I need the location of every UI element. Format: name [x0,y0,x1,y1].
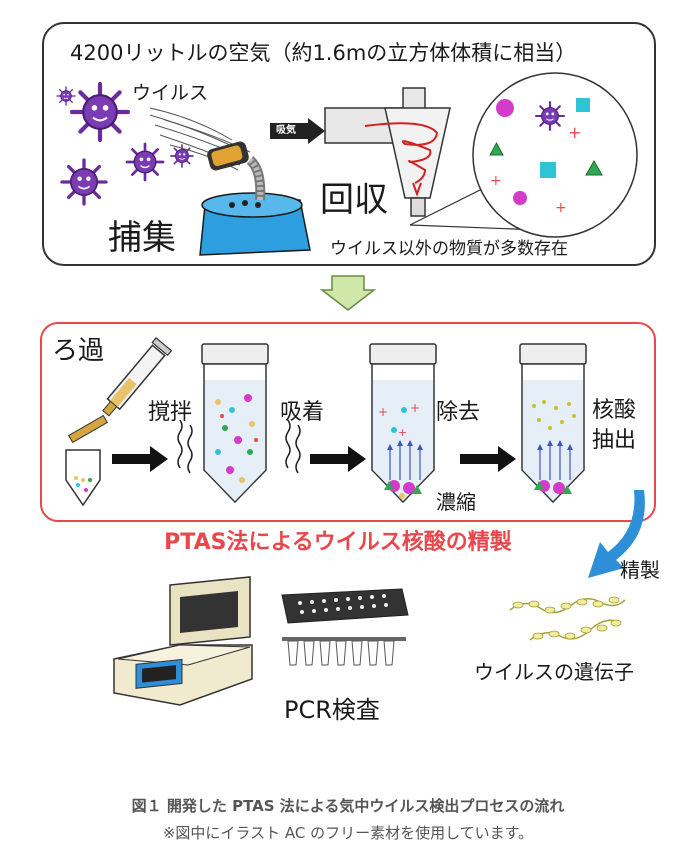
remove-label: 除去 [436,400,481,425]
virus-icon-large [72,84,128,140]
figure-caption: 図１ 開発した PTAS 法による気中ウイルス検出プロセスの流れ [131,797,565,815]
intake-arrow [270,118,325,144]
svg-text:+: + [398,426,407,439]
virus-icon-small [56,86,76,106]
down-arrow [319,275,377,311]
svg-text:+: + [378,405,388,419]
extraction-tube [519,343,587,504]
concentrate-label: 濃縮 [436,490,476,514]
adsorb-label: 吸着 [280,400,325,425]
extract-label: 核酸 抽出 [592,396,636,456]
particle-cyan-square [576,98,590,112]
syringe-filter [65,337,173,507]
purification-panel [40,322,656,522]
stir-label: 撹拌 [148,400,193,425]
pcr-label: PCR検査 [284,696,380,724]
particle-magenta [496,99,514,117]
particle-magenta [513,191,527,205]
process-arrow [460,446,516,472]
magnified-view: + + + [409,72,638,238]
svg-text:+: + [568,123,581,142]
air-collection-panel [42,22,656,266]
svg-text:+: + [490,173,502,189]
svg-text:+: + [555,200,567,216]
virus-icon [60,158,108,206]
recover-label: 回収 [320,180,388,220]
virus-gene-label: ウイルスの遺伝子 [474,660,634,684]
svg-text:+: + [410,401,420,415]
particle-green-triangle [489,141,504,156]
pcr-plate [281,588,409,666]
stirring-tube [177,343,301,504]
virus-gene-strands [509,596,626,641]
virus-icon [534,100,566,132]
extract-label-line1: 核酸 [592,398,637,423]
capture-label: 捕集 [108,218,176,258]
virus-icon [125,142,165,182]
concentration-tube: + + + [369,343,437,504]
air-volume-title: 4200リットルの空気（約1.6mの立方体体積に相当） [70,41,577,65]
ptas-title: PTAS法によるウイルス核酸の精製 [110,524,566,556]
virus-label: ウイルス [132,82,209,104]
filter-label: ろ過 [52,336,105,366]
pcr-machine [113,576,253,706]
extract-label-line2: 抽出 [592,428,637,453]
purify-label: 精製 [620,558,660,582]
process-arrow [112,446,168,472]
other-substances-label: ウイルス以外の物質が多数存在 [330,239,568,259]
purify-arrow [588,490,645,578]
cyclone-collector [324,87,451,217]
air-sampler-device [199,141,311,256]
figure-note: ※図中にイラスト AC のフリー素材を使用しています。 [162,824,534,842]
particle-green-triangle [585,159,603,176]
particle-cyan-square [540,162,556,178]
virus-illustrations [56,0,311,256]
intake-label: 吸気 [276,125,296,136]
process-arrow [310,446,366,472]
